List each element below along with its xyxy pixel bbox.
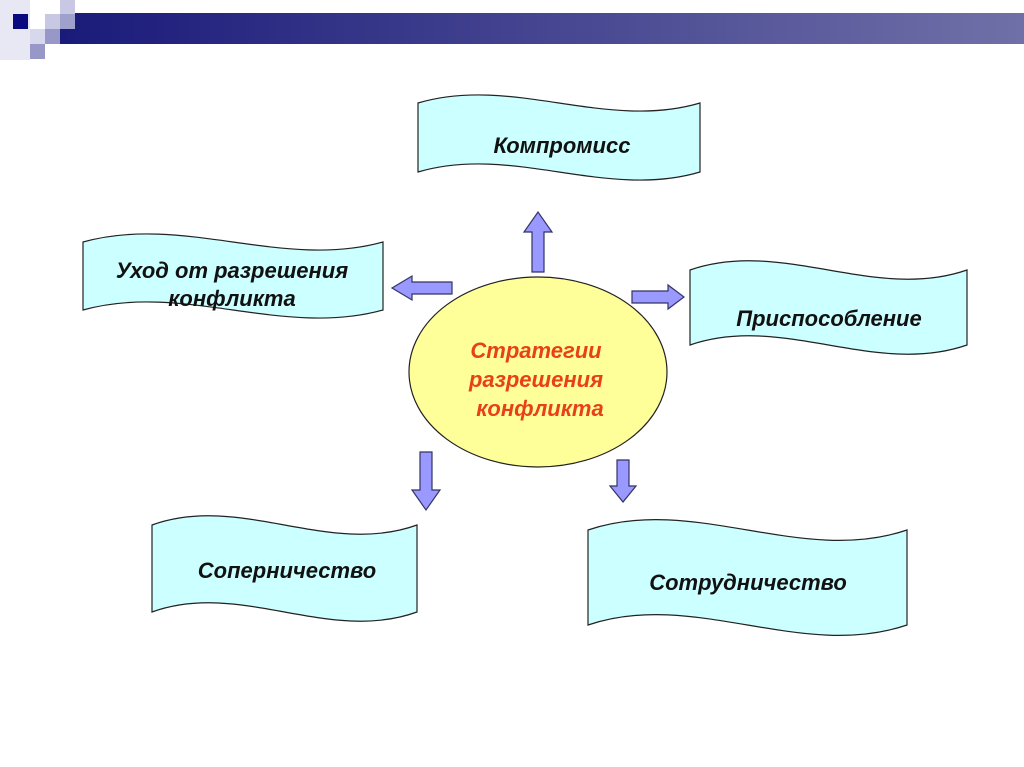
center-line-3: конфликта xyxy=(476,396,603,421)
banner-compromise xyxy=(417,94,701,181)
banner-label-avoidance: Уход от разрешения xyxy=(116,258,348,283)
banner-label-collaboration: Сотрудничество xyxy=(649,570,847,595)
banner-label-avoidance: конфликта xyxy=(168,286,295,311)
arrow-down-left-icon xyxy=(410,451,442,512)
center-line-2: разрешения xyxy=(468,367,603,392)
banner-collaboration xyxy=(587,519,908,636)
arrow-up-icon xyxy=(522,210,554,273)
banner-competition xyxy=(151,515,418,622)
arrow-left-icon xyxy=(390,274,453,302)
banner-accommodation xyxy=(689,260,968,355)
arrow-right-icon xyxy=(631,283,685,311)
center-ellipse xyxy=(408,276,668,468)
header-decoration xyxy=(0,0,1024,60)
banner-label-compromise: Компромисс xyxy=(494,133,631,158)
banner-label-accommodation: Приспособление xyxy=(736,306,921,331)
center-line-1: Стратегии xyxy=(470,338,602,363)
banner-avoidance xyxy=(82,233,384,319)
arrow-down-right-icon xyxy=(608,459,638,503)
arrows xyxy=(390,210,685,512)
banner-label-competition: Соперничество xyxy=(198,558,376,583)
